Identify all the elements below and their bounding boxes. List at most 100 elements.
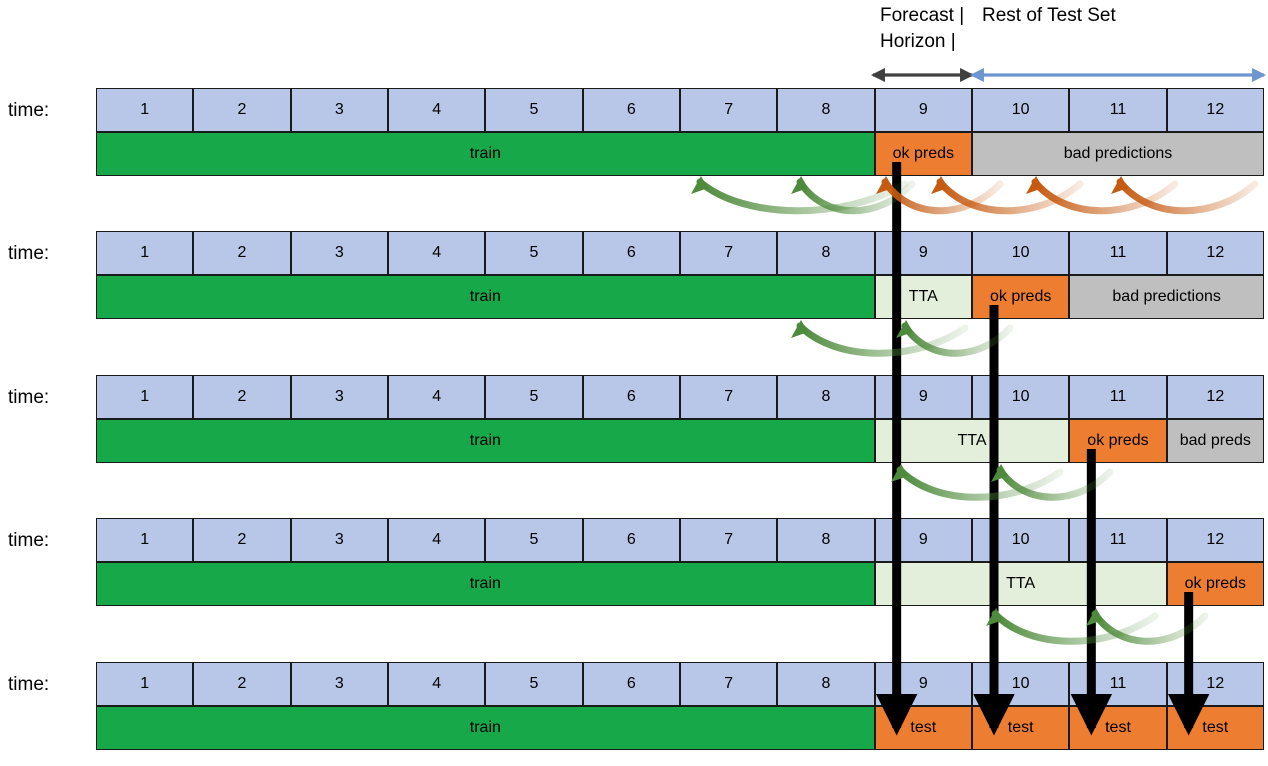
time-cell-r2-c1: 1 — [96, 231, 194, 275]
time-cell-r5-c8: 8 — [777, 662, 875, 706]
time-cell-r2-c8: 8 — [777, 231, 875, 275]
time-cell-r5-c11: 11 — [1069, 662, 1167, 706]
retrain-arrow-g1a-head — [691, 176, 708, 194]
time-cell-r1-c12: 12 — [1166, 88, 1264, 132]
time-cell-r1-c7: 7 — [680, 88, 778, 132]
time-cell-r4-c11: 11 — [1069, 518, 1167, 562]
segment-tta-r3: TTA — [874, 419, 1070, 463]
time-cell-r5-c7: 7 — [680, 662, 778, 706]
segment-tta-r4: TTA — [874, 562, 1167, 606]
time-cell-r4-c8: 8 — [777, 518, 875, 562]
time-cell-r2-c2: 2 — [193, 231, 291, 275]
time-cell-r4-c4: 4 — [388, 518, 486, 562]
retrain-arrow-g1b-head — [791, 176, 808, 194]
forecast-horizon-label-line2: Horizon | — [880, 31, 956, 52]
retrain-arrow-g4b-head — [1086, 608, 1103, 626]
time-cell-r1-c8: 8 — [777, 88, 875, 132]
time-cell-r2-c6: 6 — [582, 231, 680, 275]
time-cell-r1-c6: 6 — [582, 88, 680, 132]
retrain-arrow-g4b-tail — [1091, 610, 1209, 645]
time-cell-r3-c3: 3 — [290, 375, 388, 419]
time-cell-r4-c7: 7 — [680, 518, 778, 562]
time-cell-r3-c6: 6 — [582, 375, 680, 419]
forecast-horizon-label-line1: Forecast | — [880, 5, 965, 26]
time-cell-r3-c9: 9 — [874, 375, 972, 419]
time-cell-r4-c9: 9 — [874, 518, 972, 562]
time-cell-r1-c11: 11 — [1069, 88, 1167, 132]
time-cell-r4-c1: 1 — [96, 518, 194, 562]
segment-ok-preds-r3: ok preds — [1069, 419, 1167, 463]
retrain-arrow-o1a-head — [876, 176, 893, 194]
time-cell-r3-c10: 10 — [972, 375, 1070, 419]
time-cell-r2-c5: 5 — [485, 231, 583, 275]
segment-train-r5: train — [96, 706, 875, 750]
segment-bad-preds-r3: bad preds — [1166, 419, 1264, 463]
time-cell-r2-c12: 12 — [1166, 231, 1264, 275]
segment-ok-preds-r1: ok preds — [874, 132, 972, 176]
segment-test-r5: test — [1069, 706, 1167, 750]
time-cell-r4-c2: 2 — [193, 518, 291, 562]
time-cell-r3-c8: 8 — [777, 375, 875, 419]
time-cell-r3-c5: 5 — [485, 375, 583, 419]
retrain-arrow-o1c-head — [1026, 176, 1043, 194]
retrain-arrow-g2a-tail — [796, 322, 969, 357]
time-cell-r3-c7: 7 — [680, 375, 778, 419]
time-row-label-4: time: — [8, 530, 50, 551]
retrain-arrow-o1b-head — [931, 176, 948, 194]
retrain-arrow-g1a-tail — [696, 178, 909, 215]
time-cell-r2-c7: 7 — [680, 231, 778, 275]
time-cell-r5-c2: 2 — [193, 662, 291, 706]
time-cell-r1-c5: 5 — [485, 88, 583, 132]
rest-of-test-set-label: Rest of Test Set — [982, 5, 1116, 26]
time-cell-r2-c4: 4 — [388, 231, 486, 275]
time-cell-r4-c12: 12 — [1166, 518, 1264, 562]
time-cell-r2-c3: 3 — [290, 231, 388, 275]
segment-test-r5: test — [1166, 706, 1264, 750]
time-row-label-3: time: — [8, 387, 50, 408]
time-cell-r3-c12: 12 — [1166, 375, 1264, 419]
retrain-arrow-o1c-tail — [1031, 178, 1179, 215]
time-cell-r2-c11: 11 — [1069, 231, 1167, 275]
retrain-arrow-g3a-head — [891, 464, 908, 482]
time-cell-r2-c10: 10 — [972, 231, 1070, 275]
time-cell-r1-c3: 3 — [290, 88, 388, 132]
segment-train-r3: train — [96, 419, 875, 463]
time-cell-r1-c10: 10 — [972, 88, 1070, 132]
retrain-arrow-g4a-head — [986, 608, 1003, 626]
segment-tta-r2: TTA — [874, 275, 972, 319]
time-cell-r1-c4: 4 — [388, 88, 486, 132]
time-cell-r3-c2: 2 — [193, 375, 291, 419]
time-cell-r4-c5: 5 — [485, 518, 583, 562]
time-cell-r1-c9: 9 — [874, 88, 972, 132]
retrain-arrow-g1b-tail — [796, 178, 916, 215]
retrain-arrow-g4a-tail — [991, 610, 1159, 645]
time-cell-r5-c1: 1 — [96, 662, 194, 706]
time-cell-r4-c10: 10 — [972, 518, 1070, 562]
time-cell-r5-c6: 6 — [582, 662, 680, 706]
retrain-arrow-g2a-head — [791, 320, 808, 338]
time-cell-r4-c3: 3 — [290, 518, 388, 562]
time-cell-r5-c10: 10 — [972, 662, 1070, 706]
retrain-arrow-g2b-head — [896, 320, 913, 338]
time-cell-r5-c4: 4 — [388, 662, 486, 706]
time-cell-r3-c4: 4 — [388, 375, 486, 419]
time-cell-r5-c9: 9 — [874, 662, 972, 706]
time-cell-r3-c11: 11 — [1069, 375, 1167, 419]
time-cell-r4-c6: 6 — [582, 518, 680, 562]
segment-ok-preds-r4: ok preds — [1166, 562, 1264, 606]
time-row-label-5: time: — [8, 674, 50, 695]
segment-test-r5: test — [874, 706, 972, 750]
time-cell-r5-c12: 12 — [1166, 662, 1264, 706]
segment-train-r2: train — [96, 275, 875, 319]
segment-test-r5: test — [972, 706, 1070, 750]
retrain-arrow-o1a-tail — [881, 178, 1004, 215]
segment-ok-preds-r2: ok preds — [972, 275, 1070, 319]
retrain-arrow-g2b-tail — [901, 322, 1014, 357]
time-row-label-2: time: — [8, 243, 50, 264]
time-cell-r2-c9: 9 — [874, 231, 972, 275]
segment-train-r4: train — [96, 562, 875, 606]
time-cell-r1-c2: 2 — [193, 88, 291, 132]
segment-bad-preds-r2: bad predictions — [1069, 275, 1264, 319]
retrain-arrow-g3a-tail — [896, 466, 1064, 501]
